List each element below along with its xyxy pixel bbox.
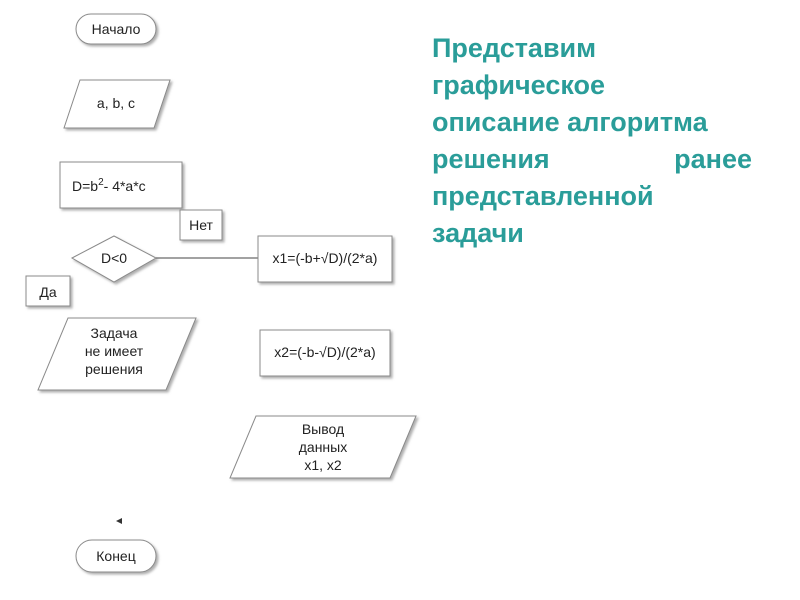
start-terminator: Начало (75, 13, 157, 45)
root1-label: x1=(-b+√D)/(2*a) (273, 250, 378, 266)
input-parallelogram: a, b, c (63, 79, 171, 129)
output-line-1: Вывод (302, 421, 344, 437)
root2-process: x2=(-b-√D)/(2*a) (259, 329, 391, 377)
no-label-box: Нет (179, 209, 223, 241)
heading-line-4-left: решения (432, 144, 550, 174)
no-solution-line-3: решения (85, 361, 143, 377)
yes-label-box: Да (25, 275, 71, 307)
end-label: Конец (96, 548, 135, 564)
heading-line-3: описание алгоритма (432, 107, 708, 137)
heading-line-2: графическое (432, 70, 605, 100)
no-solution-line-2: не имеет (85, 343, 144, 359)
output-line-3: x1, x2 (304, 457, 342, 473)
heading-line-5: представленной (432, 181, 654, 211)
start-label: Начало (92, 21, 141, 37)
slide-heading: Представим графическое описание алгоритм… (432, 30, 752, 252)
decision-diamond: D<0 (70, 235, 158, 283)
no-solution-parallelogram: Задача не имеет решения (37, 317, 197, 391)
heading-line-4-right: ранее (674, 144, 752, 174)
yes-label: Да (39, 284, 56, 300)
root2-label: x2=(-b-√D)/(2*a) (274, 344, 375, 360)
end-terminator: Конец (75, 539, 157, 573)
heading-line-1: Представим (432, 33, 597, 63)
output-line-2: данных (299, 439, 347, 455)
no-solution-line-1: Задача (91, 325, 138, 341)
heading-line-4: решения ранее (432, 141, 752, 178)
input-label: a, b, c (97, 95, 135, 111)
discriminant-formula: D=b2- 4*a*c (72, 177, 146, 194)
heading-line-6: задачи (432, 218, 524, 248)
arrow-head-icon (116, 518, 122, 524)
condition-label: D<0 (101, 250, 127, 266)
root1-process: x1=(-b+√D)/(2*a) (257, 235, 393, 283)
output-parallelogram: Вывод данных x1, x2 (229, 415, 417, 479)
no-label: Нет (189, 217, 213, 233)
discriminant-process: D=b2- 4*a*c (59, 161, 183, 209)
